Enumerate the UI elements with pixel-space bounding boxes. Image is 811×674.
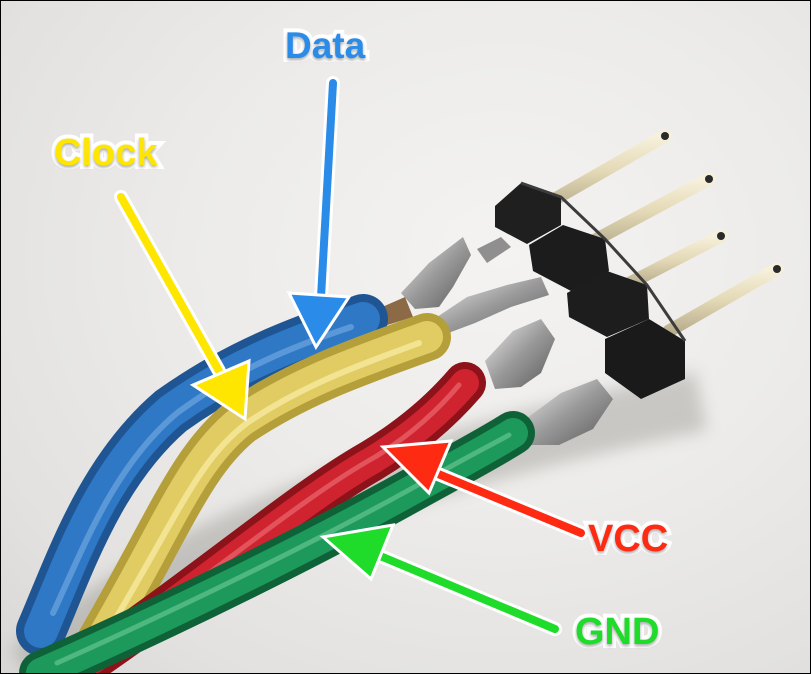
- gnd-arrow: [319, 523, 562, 636]
- label-gnd: GND: [571, 609, 663, 655]
- solder-joints: [373, 237, 613, 445]
- arrows: [114, 76, 588, 636]
- wires: [16, 294, 535, 673]
- clock-arrow: [114, 190, 251, 422]
- pin-3: [621, 229, 728, 291]
- label-data: Data: [281, 23, 369, 68]
- label-clock: Clock: [50, 130, 162, 176]
- label-vcc: VCC: [584, 516, 672, 562]
- vcc-arrow: [379, 439, 588, 540]
- pin-2: [579, 172, 716, 252]
- pin-4: [662, 262, 784, 338]
- data-arrow: [286, 76, 352, 350]
- header-housing: [495, 181, 687, 399]
- header-pins: [534, 129, 784, 338]
- pin-1: [534, 129, 672, 214]
